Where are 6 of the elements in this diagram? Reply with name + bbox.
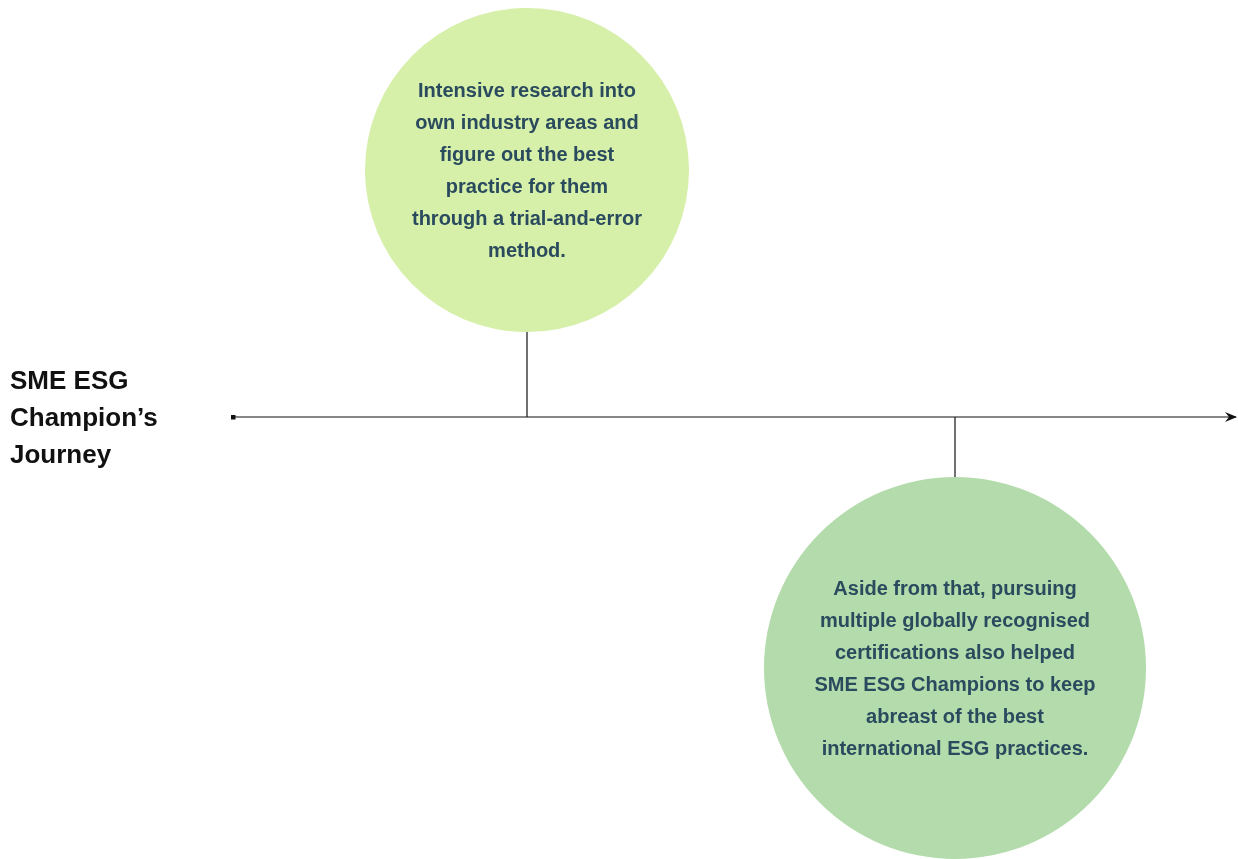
connector-line [954,416,956,478]
timeline-title: SME ESG Champion’s Journey [10,362,232,472]
connector-line [526,331,528,418]
milestone-text: Intensive research into own industry areas and figure out the best practice for them through a trial-and-error method. [411,78,643,263]
timeline-arrow [230,412,1237,422]
milestone-text: Aside from that, pursuing multiple globally recognised certifications also helped SME ESG Champions to keep abreast of the best international ESG practices. [814,576,1096,761]
